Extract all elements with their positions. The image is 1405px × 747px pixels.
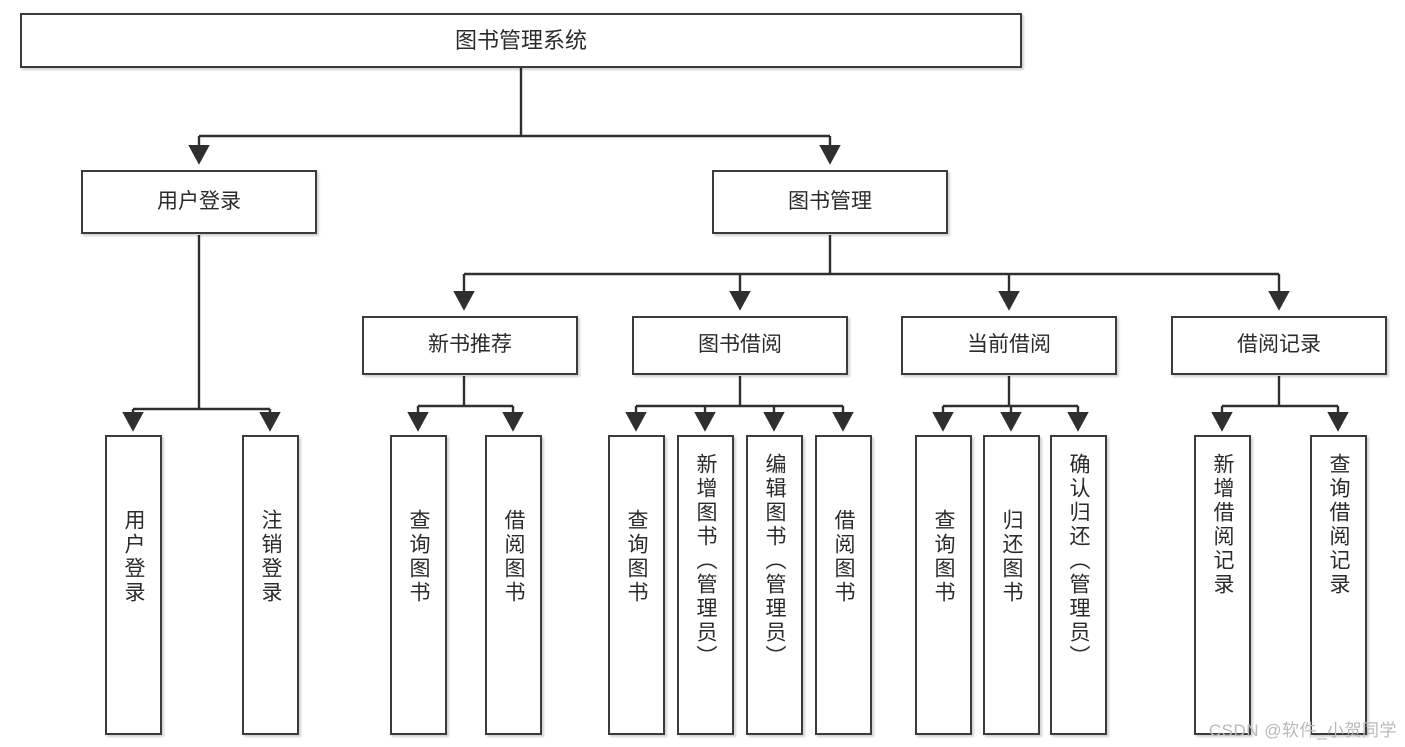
leaf-current-borrow-query[interactable]: 查询图书 xyxy=(915,435,972,735)
leaf-book-borrow-edit-label: 编辑图书（管理员） xyxy=(763,453,786,669)
leaf-book-borrow-query-label: 查询图书 xyxy=(625,509,648,605)
leaf-new-book-query-label: 查询图书 xyxy=(407,509,430,605)
csdn-watermark: CSDN @软件_小贺同学 xyxy=(1208,721,1397,740)
node-borrow-record-label: 借阅记录 xyxy=(1237,333,1321,357)
node-user-login-label: 用户登录 xyxy=(157,189,241,213)
node-book-manage[interactable]: 图书管理 xyxy=(712,170,948,234)
node-book-borrow[interactable]: 图书借阅 xyxy=(632,316,848,375)
leaf-borrow-record-query-label: 查询借阅记录 xyxy=(1327,453,1350,597)
leaf-current-borrow-query-label: 查询图书 xyxy=(932,509,955,605)
node-user-login[interactable]: 用户登录 xyxy=(81,170,317,234)
leaf-new-book-borrow-label: 借阅图书 xyxy=(502,509,525,605)
node-book-manage-label: 图书管理 xyxy=(788,189,872,213)
node-book-borrow-label: 图书借阅 xyxy=(698,333,782,357)
leaf-borrow-record-add-label: 新增借阅记录 xyxy=(1211,453,1234,597)
leaf-current-borrow-return-label: 归还图书 xyxy=(1000,509,1023,605)
leaf-book-borrow-query[interactable]: 查询图书 xyxy=(608,435,665,735)
node-current-borrow-label: 当前借阅 xyxy=(967,333,1051,357)
leaf-book-borrow-borrow[interactable]: 借阅图书 xyxy=(815,435,872,735)
leaf-book-borrow-add-label: 新增图书（管理员） xyxy=(694,453,717,669)
node-borrow-record[interactable]: 借阅记录 xyxy=(1171,316,1387,375)
leaf-user-login-login-label: 用户登录 xyxy=(122,509,145,605)
node-current-borrow[interactable]: 当前借阅 xyxy=(901,316,1117,375)
leaf-user-login-logout-label: 注销登录 xyxy=(259,509,282,605)
node-root[interactable]: 图书管理系统 xyxy=(20,13,1022,68)
node-new-book-recommend[interactable]: 新书推荐 xyxy=(362,316,578,375)
leaf-book-borrow-borrow-label: 借阅图书 xyxy=(832,509,855,605)
leaf-current-borrow-confirm[interactable]: 确认归还（管理员） xyxy=(1050,435,1107,735)
leaf-borrow-record-query[interactable]: 查询借阅记录 xyxy=(1310,435,1367,735)
node-new-book-recommend-label: 新书推荐 xyxy=(428,333,512,357)
leaf-book-borrow-edit[interactable]: 编辑图书（管理员） xyxy=(746,435,803,735)
leaf-book-borrow-add[interactable]: 新增图书（管理员） xyxy=(677,435,734,735)
leaf-current-borrow-return[interactable]: 归还图书 xyxy=(983,435,1040,735)
node-root-label: 图书管理系统 xyxy=(454,27,587,53)
leaf-new-book-query[interactable]: 查询图书 xyxy=(390,435,447,735)
leaf-borrow-record-add[interactable]: 新增借阅记录 xyxy=(1194,435,1251,735)
leaf-current-borrow-confirm-label: 确认归还（管理员） xyxy=(1067,453,1090,669)
leaf-new-book-borrow[interactable]: 借阅图书 xyxy=(485,435,542,735)
leaf-user-login-login[interactable]: 用户登录 xyxy=(105,435,162,735)
leaf-user-login-logout[interactable]: 注销登录 xyxy=(242,435,299,735)
